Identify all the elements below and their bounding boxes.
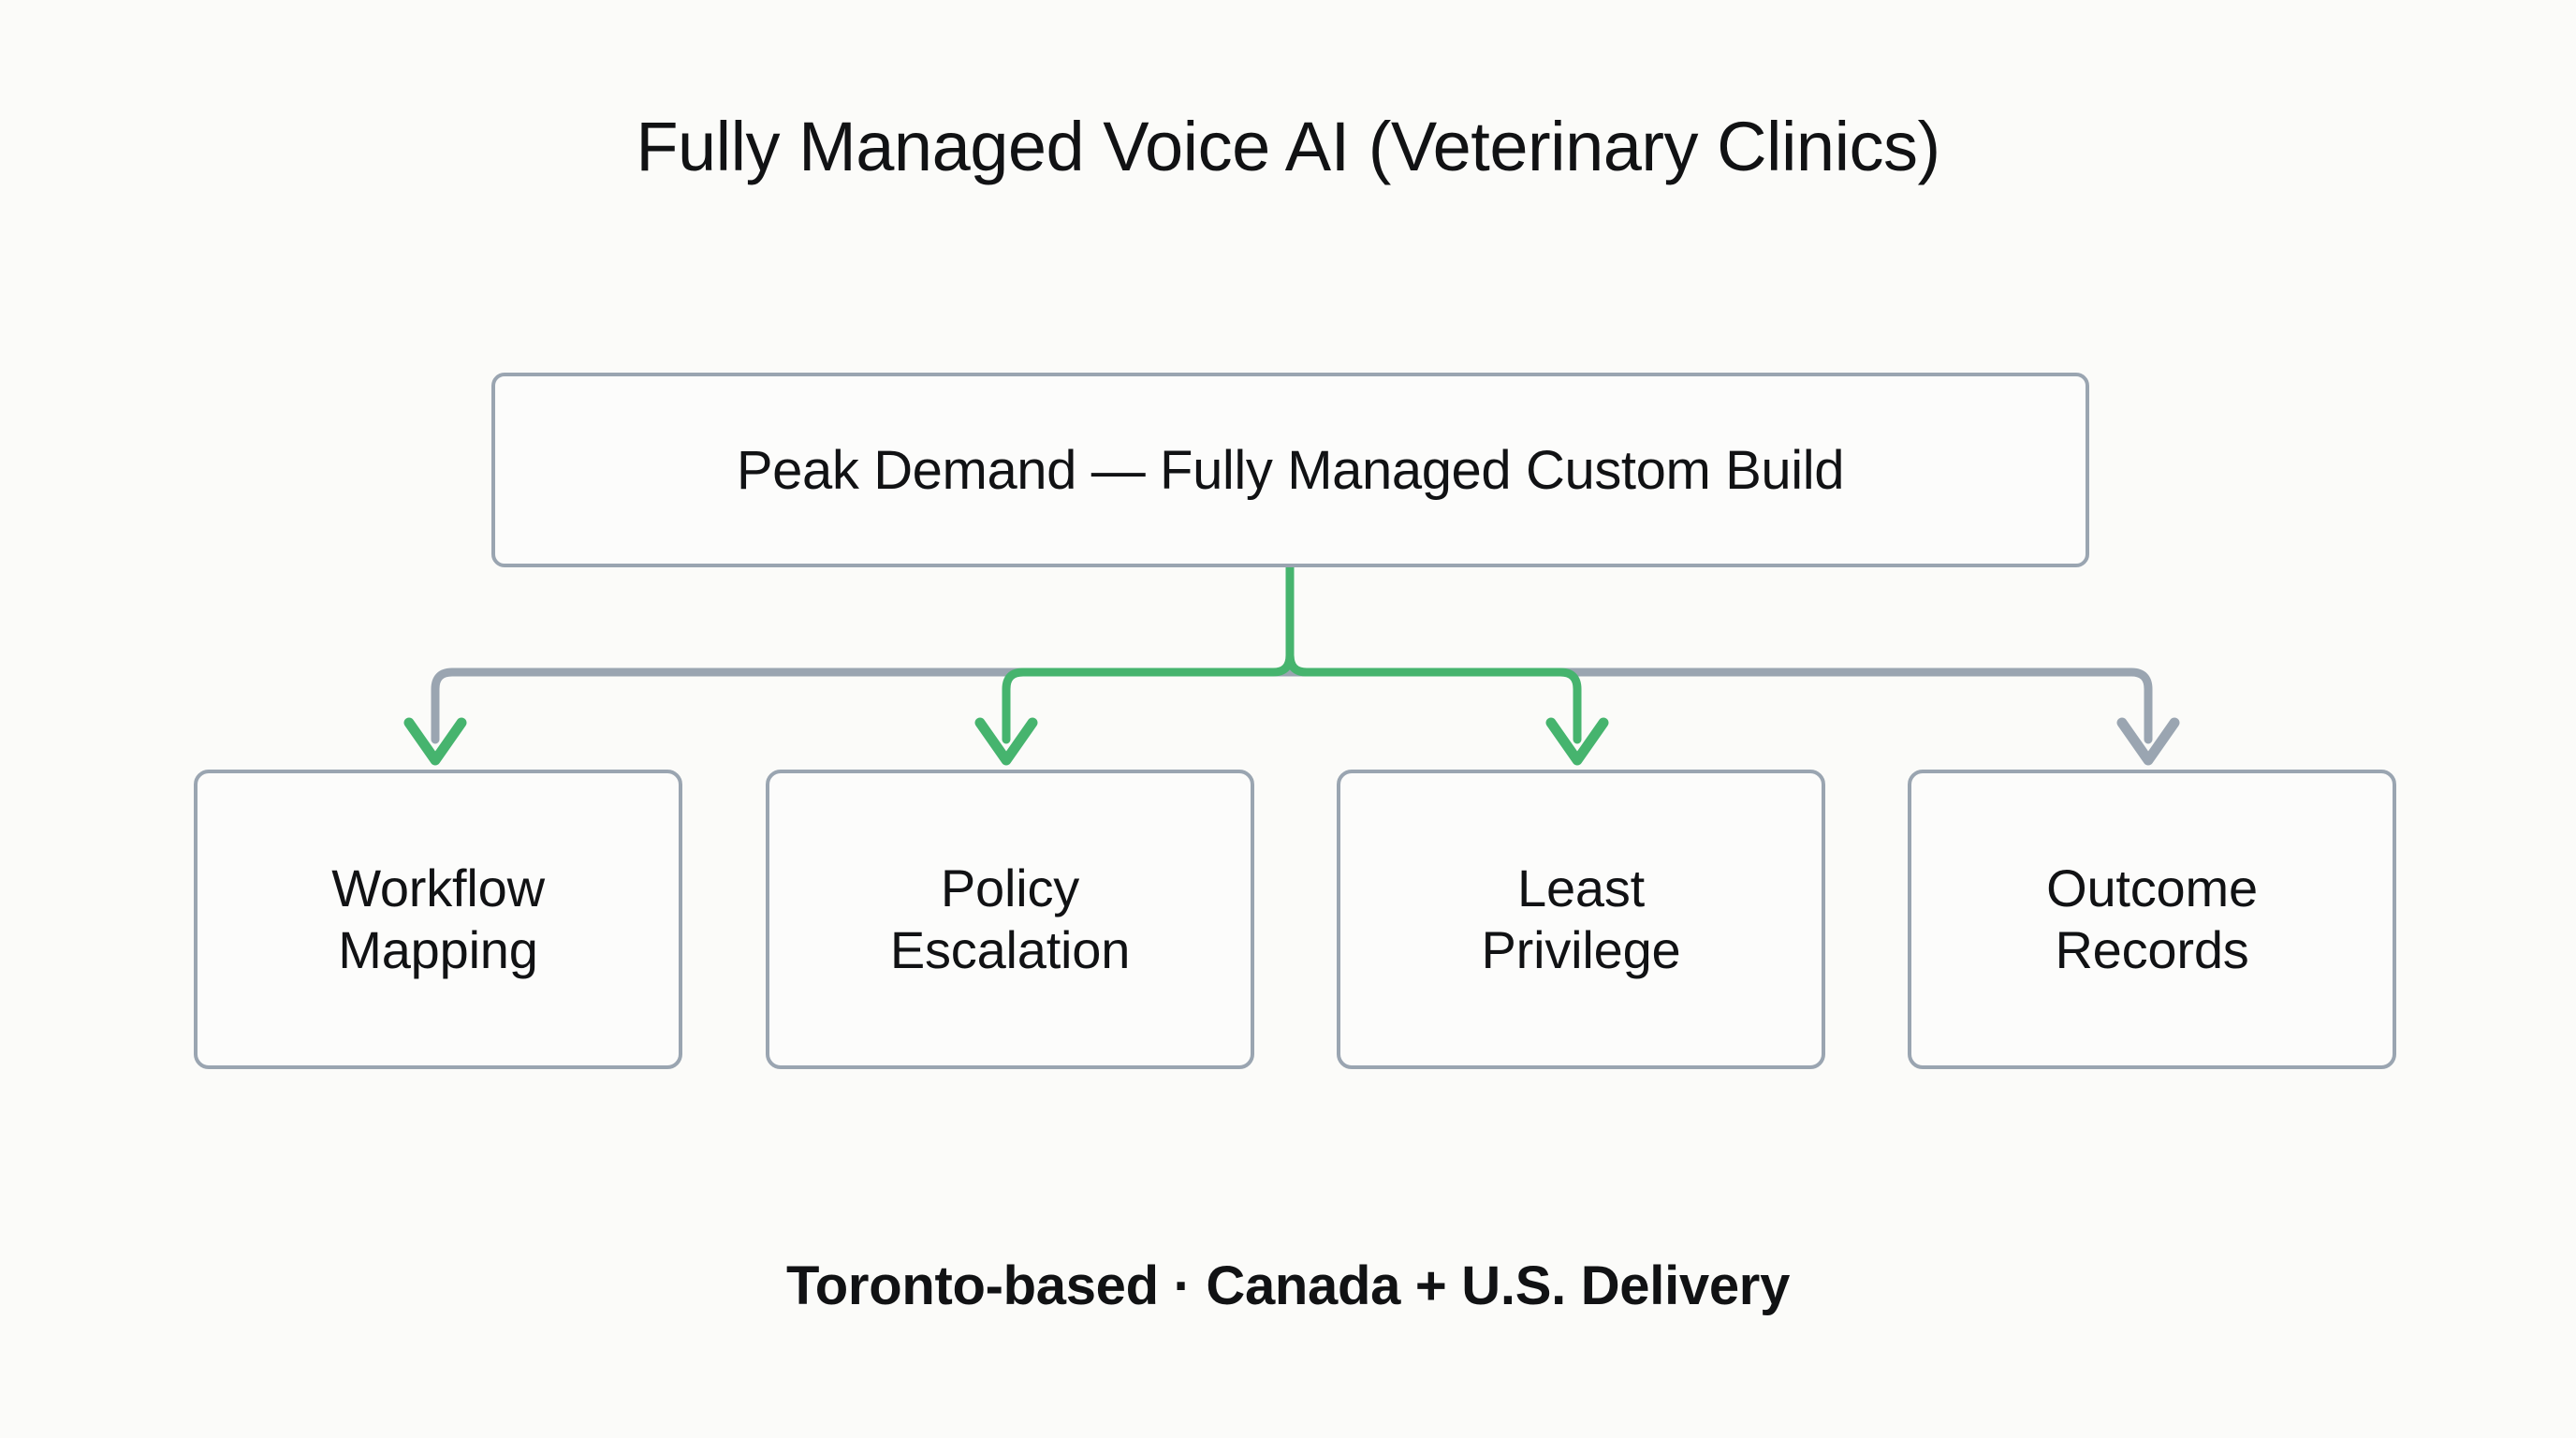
edge-line-outer-left [431, 668, 1295, 744]
node-workflow-mapping[interactable]: Workflow Mapping [194, 770, 682, 1069]
node-outcome-records[interactable]: Outcome Records [1908, 770, 2396, 1069]
edge-line-child-1 [1002, 563, 1295, 744]
node-least-privilege-label: Least Privilege [1481, 858, 1681, 979]
node-least-privilege[interactable]: Least Privilege [1337, 770, 1825, 1069]
arrowhead-child-2 [1545, 717, 1609, 766]
edge-line-root-stem [1285, 563, 1311, 677]
arrowhead-child-1 [974, 717, 1038, 766]
node-outcome-records-label: Outcome Records [2046, 858, 2258, 979]
node-root-label: Peak Demand — Fully Managed Custom Build [736, 439, 1845, 501]
edge-line-child-2 [1285, 563, 1582, 744]
edge-line-outer-right [1285, 668, 2153, 744]
page-title: Fully Managed Voice AI (Veterinary Clini… [636, 108, 1940, 185]
node-policy-escalation-label: Policy Escalation [889, 858, 1131, 979]
arrowhead-child-0 [403, 717, 467, 766]
node-workflow-mapping-label: Workflow Mapping [331, 858, 545, 979]
arrowhead-child-3 [2116, 717, 2180, 766]
node-policy-escalation[interactable]: Policy Escalation [766, 770, 1254, 1069]
node-root[interactable]: Peak Demand — Fully Managed Custom Build [491, 373, 2089, 567]
footer-tagline: Toronto-based · Canada + U.S. Delivery [785, 1255, 1791, 1316]
